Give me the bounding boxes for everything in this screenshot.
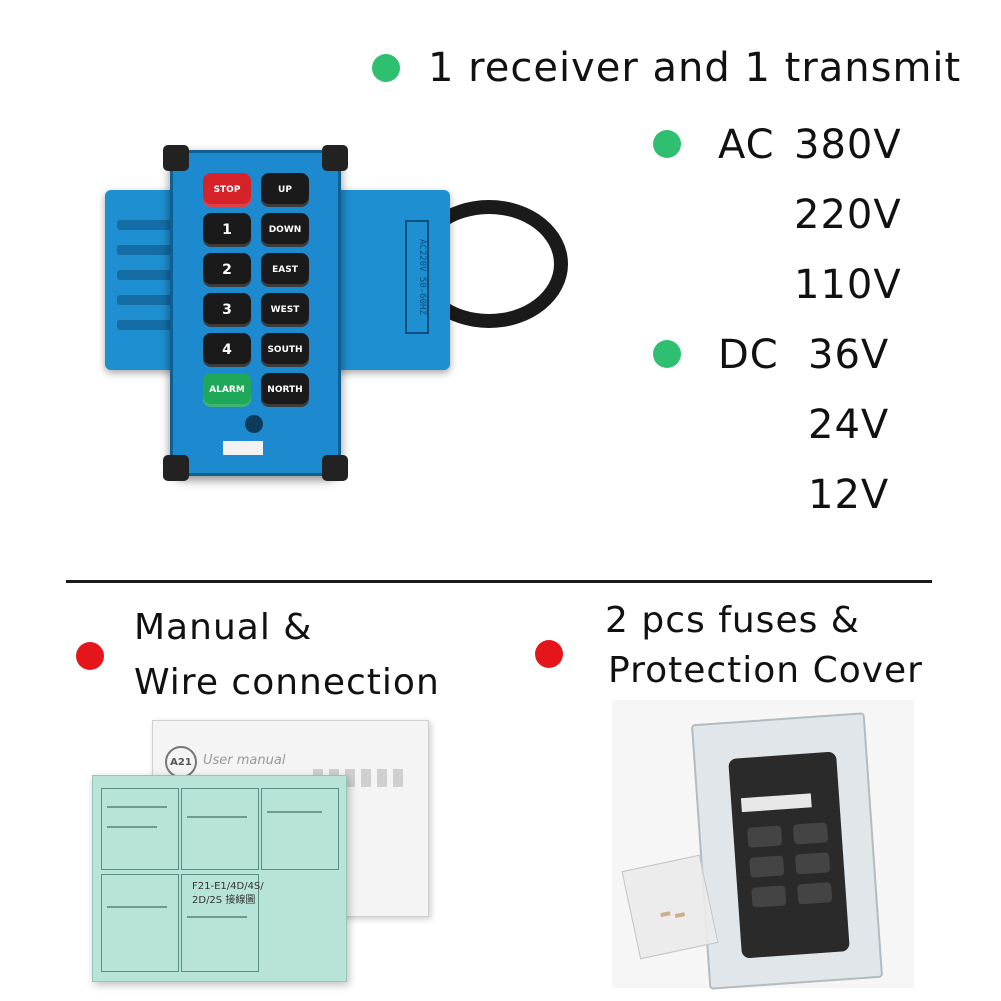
dc-voltage-36: 36V: [808, 332, 890, 378]
receiver-label: AC220V 50-60HZ: [405, 220, 429, 334]
manual-heading-line1: Manual &: [134, 607, 313, 648]
button-3: 3: [203, 293, 251, 327]
manual-logo: A21: [165, 746, 197, 778]
button-1: 1: [203, 213, 251, 247]
feature-receiver-transmitter: 1 receiver and 1 transmit: [428, 45, 962, 91]
red-bullet-2: [535, 640, 563, 668]
manual-heading-line2: Wire connection: [134, 662, 440, 703]
stop-button: STOP: [203, 173, 251, 207]
fuses-heading-line1: 2 pcs fuses &: [605, 600, 860, 641]
dc-voltage-24: 24V: [808, 402, 890, 448]
green-bullet-3: [653, 340, 681, 368]
dc-label: DC: [718, 332, 779, 378]
ac-voltage-220: 220V: [794, 192, 902, 238]
covered-remote: [728, 751, 850, 959]
section-divider: [66, 580, 932, 583]
serial-tag: [223, 441, 263, 455]
down-button: DOWN: [261, 213, 309, 247]
alarm-button: ALARM: [203, 373, 251, 407]
fuse-icon: [674, 912, 686, 919]
green-bullet-1: [372, 54, 400, 82]
west-button: WEST: [261, 293, 309, 327]
fuses-heading-line2: Protection Cover: [608, 650, 923, 691]
transmitter-remote: STOP UP 1 DOWN 2 EAST 3 WEST 4 SOUTH ALA…: [163, 145, 348, 481]
red-bullet-1: [76, 642, 104, 670]
button-2: 2: [203, 253, 251, 287]
ac-voltage-110: 110V: [794, 262, 902, 308]
ac-label: AC: [718, 122, 775, 168]
wiring-diagram-sheet: [92, 775, 347, 982]
manual-model-number: F21-E1/4D/4S/ 2D/2S 接線圖: [192, 881, 264, 906]
button-4: 4: [203, 333, 251, 367]
dc-voltage-12: 12V: [808, 472, 890, 518]
north-button: NORTH: [261, 373, 309, 407]
manual-title: User manual: [203, 753, 286, 768]
east-button: EAST: [261, 253, 309, 287]
ac-voltage-380: 380V: [794, 122, 902, 168]
south-button: SOUTH: [261, 333, 309, 367]
fuse-icon: [660, 911, 671, 918]
green-bullet-2: [653, 130, 681, 158]
ir-sensor: [245, 415, 263, 433]
up-button: UP: [261, 173, 309, 207]
